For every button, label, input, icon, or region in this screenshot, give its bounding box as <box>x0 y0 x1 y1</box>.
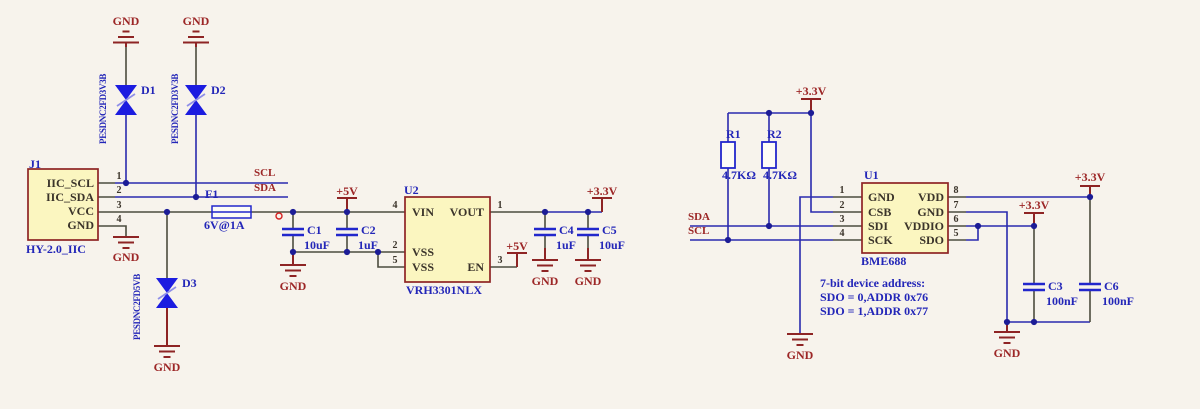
d1-designator: D1 <box>141 83 156 97</box>
junction-dots <box>122 109 1094 326</box>
j1-pin-name-iic-sda: IIC_SDA <box>45 190 94 204</box>
u1-pin-number-2: 2 <box>839 200 845 211</box>
u1-pin-number-8: 8 <box>953 185 959 196</box>
j1-pin-name-vcc: VCC <box>68 204 94 218</box>
c5-designator: C5 <box>602 223 617 237</box>
u2-pin-name-vout: VOUT <box>449 205 484 219</box>
j1-part-label: HY-2.0_IIC <box>26 242 86 256</box>
f1-value: 6V@1A <box>204 218 245 232</box>
gnd-label-c3c6: GND <box>993 346 1021 360</box>
u1-pin-number-5: 5 <box>953 228 959 239</box>
d1-part-label: PESDNC2FD3V3B <box>98 73 108 144</box>
u1-pin-name-sdo: SDO <box>919 233 944 247</box>
gnd-label-d1: GND <box>112 14 140 28</box>
u2-designator: U2 <box>404 183 419 197</box>
c1-value: 10uF <box>304 238 331 252</box>
d2-designator: D2 <box>211 83 226 97</box>
j1-pin-number-3: 3 <box>116 200 122 211</box>
gnd-label-c5: GND <box>574 274 602 288</box>
power-label-3v3-vdd: +3.3V <box>1074 170 1106 184</box>
net-label-scl-left: SCL <box>254 167 276 179</box>
pin-wires <box>98 47 1091 322</box>
u2-pin-number-4: 4 <box>392 200 398 211</box>
capacitor-symbols <box>282 227 1101 292</box>
fuse-f1-symbol <box>211 205 252 219</box>
net-label-sda-right: SDA <box>688 211 711 223</box>
u2-pin-name-vin: VIN <box>412 205 435 219</box>
d2-part-label: PESDNC2FD3V3B <box>170 73 180 144</box>
net-label-sda-left: SDA <box>254 182 277 194</box>
power-label-3v3-pullups: +3.3V <box>795 84 827 98</box>
r1-designator: R1 <box>726 127 741 141</box>
u1-pin-number-7: 7 <box>953 200 959 211</box>
c3-designator: C3 <box>1048 279 1063 293</box>
u1-pin-number-3: 3 <box>839 214 845 225</box>
u1-pin-name-gnd1: GND <box>868 190 895 204</box>
u2-pin-number-3: 3 <box>497 255 503 266</box>
u2-part-label: VRH3301NLX <box>406 283 483 297</box>
u2-pin-name-en: EN <box>467 260 484 274</box>
u1-pin-number-1: 1 <box>839 185 845 196</box>
u2-pin-name-vss-a: VSS <box>412 245 435 259</box>
power-label-3v3-vout: +3.3V <box>586 184 618 198</box>
c2-value: 1uF <box>358 238 379 252</box>
power-label-3v3-vddio: +3.3V <box>1018 198 1050 212</box>
r2-designator: R2 <box>767 127 782 141</box>
c5-value: 10uF <box>599 238 626 252</box>
j1-pin-number-4: 4 <box>116 214 122 225</box>
note-device-address-0x77: SDO = 1,ADDR 0x77 <box>820 304 929 318</box>
u1-pin-name-vdd: VDD <box>918 190 944 204</box>
gnd-label-c1: GND <box>279 279 307 293</box>
c6-designator: C6 <box>1104 279 1119 293</box>
note-device-address-0x76: SDO = 0,ADDR 0x76 <box>820 290 929 304</box>
u1-pin-name-vddio: VDDIO <box>903 219 944 233</box>
component-bodies <box>27 168 949 283</box>
u2-pin-name-vss-b: VSS <box>412 260 435 274</box>
c3-value: 100nF <box>1046 294 1079 308</box>
j1-pin-name-gnd: GND <box>67 218 94 232</box>
power-label-5v-c2: +5V <box>336 184 358 198</box>
gnd-label-c4: GND <box>531 274 559 288</box>
r2-value: 4.7KΩ <box>763 168 797 182</box>
u1-designator: U1 <box>864 168 879 182</box>
c2-designator: C2 <box>361 223 376 237</box>
net-label-scl-right: SCL <box>688 225 710 237</box>
u1-pin-name-csb: CSB <box>868 205 892 219</box>
power-label-5v-en: +5V <box>506 239 528 253</box>
u1-part-label: BME688 <box>861 254 907 268</box>
gnd-label-j1: GND <box>112 250 140 264</box>
c6-value: 100nF <box>1102 294 1135 308</box>
note-device-address-title: 7-bit device address: <box>820 276 926 290</box>
u1-pin-name-sck: SCK <box>868 233 893 247</box>
f1-designator: F1 <box>205 187 219 201</box>
resistor-symbols <box>720 141 777 169</box>
tvs-diode-symbols <box>115 85 207 308</box>
gnd-symbols <box>113 30 1020 358</box>
gnd-label-u1: GND <box>786 348 814 362</box>
u2-pin-number-5: 5 <box>392 255 398 266</box>
c4-designator: C4 <box>559 223 574 237</box>
gnd-label-d3: GND <box>153 360 181 374</box>
j1-pin-number-2: 2 <box>116 185 122 196</box>
c1-designator: C1 <box>307 223 322 237</box>
j1-pin-name-iic-scl: IIC_SCL <box>46 176 94 190</box>
no-erc-marker <box>275 212 283 220</box>
gnd-label-d2: GND <box>182 14 210 28</box>
u1-pin-number-6: 6 <box>953 214 959 225</box>
u1-pin-name-gnd2: GND <box>917 205 944 219</box>
u1-pin-name-sdi: SDI <box>868 219 889 233</box>
u2-pin-number-2: 2 <box>392 240 398 251</box>
u1-pin-number-4: 4 <box>839 228 845 239</box>
j1-designator: J1 <box>29 157 41 171</box>
c4-value: 1uF <box>556 238 577 252</box>
j1-pin-number-1: 1 <box>116 171 122 182</box>
r1-value: 4.7KΩ <box>722 168 756 182</box>
d3-designator: D3 <box>182 276 197 290</box>
u2-pin-number-1: 1 <box>497 200 503 211</box>
